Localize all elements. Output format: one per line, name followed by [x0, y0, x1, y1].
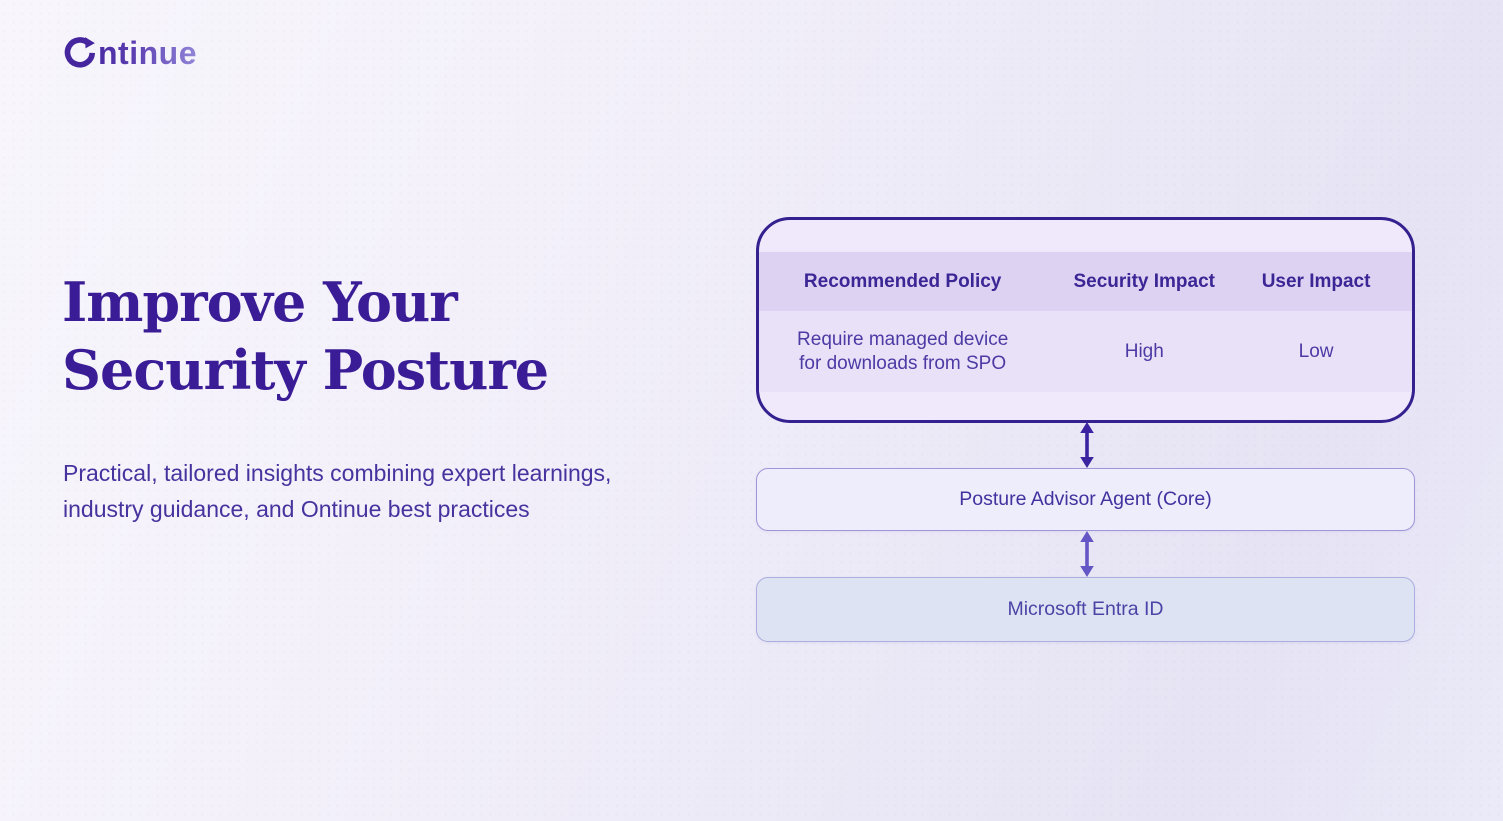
- page-title-line-1: Improve Your: [62, 270, 458, 334]
- brand-wordmark: ntinue: [98, 35, 197, 71]
- page-title: Improve Your Security Posture: [62, 268, 549, 404]
- policy-table-header: Recommended Policy Security Impact User …: [759, 252, 1412, 311]
- page-title-line-2: Security Posture: [62, 338, 549, 402]
- node-microsoft-entra-id: Microsoft Entra ID: [756, 577, 1415, 642]
- double-arrow-agent-entra: [1080, 531, 1094, 577]
- node-posture-advisor-agent: Posture Advisor Agent (Core): [756, 468, 1415, 531]
- user-impact-cell: Low: [1298, 340, 1334, 362]
- node-microsoft-entra-id-label: Microsoft Entra ID: [1007, 598, 1164, 620]
- brand-logo: ntinue: [63, 33, 197, 71]
- policy-table-row: Require managed device for downloads fro…: [759, 311, 1412, 392]
- ontinue-circular-arrow-icon: [64, 36, 96, 68]
- policy-cell: Require managed device for downloads fro…: [797, 328, 1009, 374]
- node-posture-advisor-agent-label: Posture Advisor Agent (Core): [959, 488, 1212, 510]
- security-impact-cell: High: [1124, 340, 1164, 362]
- recommended-policy-table: Recommended Policy Security Impact User …: [756, 217, 1415, 423]
- double-arrow-table-agent: [1080, 422, 1094, 468]
- column-header-recommended-policy: Recommended Policy: [803, 270, 1002, 292]
- column-header-user-impact: User Impact: [1261, 270, 1371, 292]
- column-header-security-impact: Security Impact: [1073, 270, 1216, 292]
- page-description: Practical, tailored insights combining e…: [63, 460, 612, 522]
